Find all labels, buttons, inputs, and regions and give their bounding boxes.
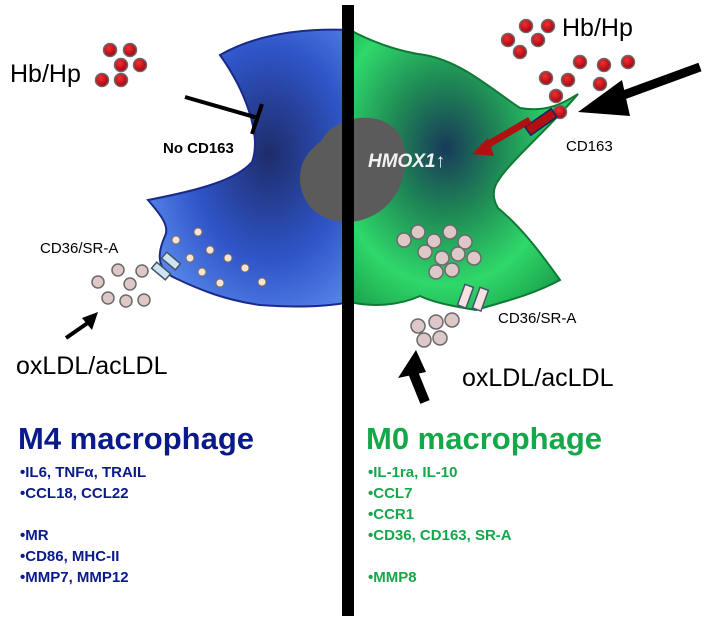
cd163-receptor bbox=[523, 107, 559, 137]
m4-marker: •MMP7, MMP12 bbox=[20, 569, 129, 586]
m0-marker: •MMP8 bbox=[368, 569, 417, 586]
m0-title: M0 macrophage bbox=[366, 421, 603, 456]
ldl-arrow-right bbox=[398, 350, 430, 404]
m4-marker-list: •IL6, TNFα, TRAIL •CCL18, CCL22 •MR •CD8… bbox=[20, 462, 146, 588]
cd36-receptor-right bbox=[456, 283, 490, 313]
m4-marker: •MR bbox=[20, 527, 49, 544]
hb-particles-right bbox=[500, 18, 636, 120]
m4-marker: •IL6, TNFα, TRAIL bbox=[20, 464, 147, 481]
blocked-arrow-left bbox=[184, 95, 264, 135]
hmox1-label: HMOX1↑ bbox=[368, 151, 446, 172]
cd163-label: CD163 bbox=[566, 138, 613, 155]
m0-marker: •CCL7 bbox=[368, 485, 413, 502]
hbhp-label-left: Hb/Hp bbox=[10, 60, 81, 88]
m0-marker-list: •IL-1ra, IL-10 •CCL7 •CCR1 •CD36, CD163,… bbox=[368, 462, 512, 588]
no-cd163-label: No CD163 bbox=[163, 140, 234, 157]
hmox-arrow bbox=[472, 116, 532, 156]
oxldl-label-left: oxLDL/acLDL bbox=[16, 352, 168, 380]
divider-bar bbox=[342, 5, 354, 616]
ldl-particles-left-outside bbox=[91, 263, 151, 308]
hbhp-label-right: Hb/Hp bbox=[562, 14, 633, 42]
m0-marker: •IL-1ra, IL-10 bbox=[368, 464, 458, 481]
cd36-label-right: CD36/SR-A bbox=[498, 310, 577, 327]
m0-marker bbox=[368, 546, 512, 567]
m4-marker: •CD86, MHC-II bbox=[20, 548, 120, 565]
m4-cell bbox=[146, 28, 351, 308]
m0-marker: •CCR1 bbox=[368, 506, 415, 523]
oxldl-label-right: oxLDL/acLDL bbox=[462, 364, 614, 392]
cd36-label-left: CD36/SR-A bbox=[40, 240, 119, 257]
m4-marker bbox=[20, 504, 146, 525]
hb-arrow-right bbox=[578, 62, 702, 116]
m4-title: M4 macrophage bbox=[18, 421, 255, 456]
cd36-receptor-left bbox=[150, 251, 182, 281]
ldl-particles-right-inside bbox=[396, 224, 482, 280]
ldl-particles-right-outside bbox=[410, 312, 460, 348]
ldl-arrow-left bbox=[64, 312, 98, 340]
ldl-particles-left-inside bbox=[171, 227, 267, 288]
m4-marker: •CCL18, CCL22 bbox=[20, 485, 129, 502]
hb-particles-left bbox=[94, 42, 148, 88]
m0-marker: •CD36, CD163, SR-A bbox=[368, 527, 512, 544]
